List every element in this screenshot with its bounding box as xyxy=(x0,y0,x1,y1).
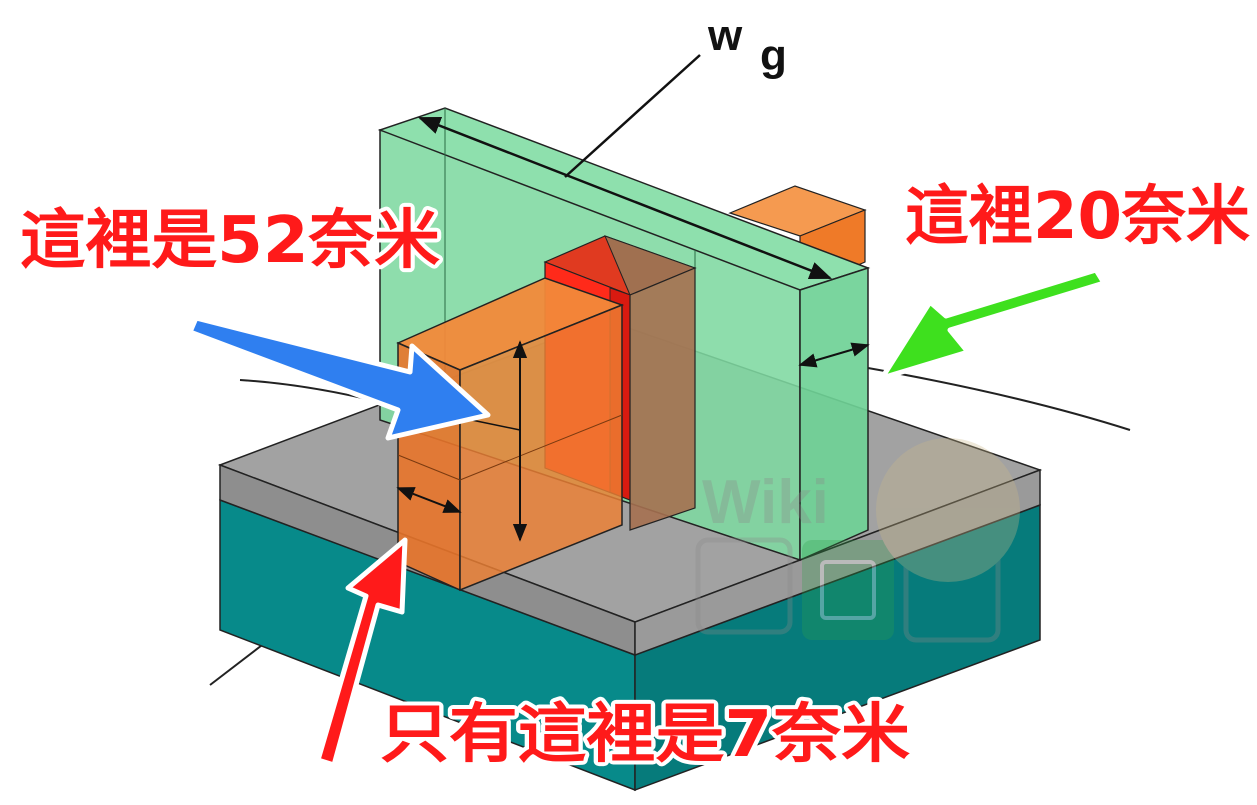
red-arrow xyxy=(315,537,408,768)
gate-block-face xyxy=(629,267,696,531)
watermark-text: Wiki xyxy=(702,468,829,537)
fin-mid-edge xyxy=(459,414,623,481)
gate-side-right xyxy=(799,266,869,562)
callout-arrows xyxy=(187,267,1107,768)
fin-height-callout: 這裡是52奈米 xyxy=(20,204,440,278)
watermark-wafer xyxy=(876,438,1020,582)
wg-leader xyxy=(564,54,701,178)
dimension-arrows xyxy=(396,54,870,542)
green-arrow xyxy=(879,267,1107,381)
wg-label-g: g xyxy=(760,31,787,80)
substrate-top-edge-right xyxy=(634,468,1041,657)
substrate xyxy=(217,319,1043,792)
fin-width-arrow xyxy=(396,487,462,513)
gate-thickness-arrow xyxy=(798,342,870,368)
gate-thickness-callout: 這裡20奈米 xyxy=(905,180,1250,254)
gate-width-label: W g xyxy=(707,11,787,80)
watermark-chip-mid-inner xyxy=(820,560,876,620)
watermark-chip-mid xyxy=(802,540,894,640)
watermark: Wiki xyxy=(695,438,1020,643)
leader-line-right xyxy=(867,367,1131,431)
watermark-chip-right xyxy=(903,537,1001,643)
watermark-chip-left xyxy=(695,537,793,635)
blue-arrow xyxy=(187,315,491,441)
fin-mid-edge-2 xyxy=(397,454,461,481)
fin-front xyxy=(396,277,625,592)
wg-arrow xyxy=(417,116,833,280)
fin-width-callout: 只有這裡是7奈米 xyxy=(380,698,910,772)
wg-label-w: W xyxy=(707,11,743,60)
